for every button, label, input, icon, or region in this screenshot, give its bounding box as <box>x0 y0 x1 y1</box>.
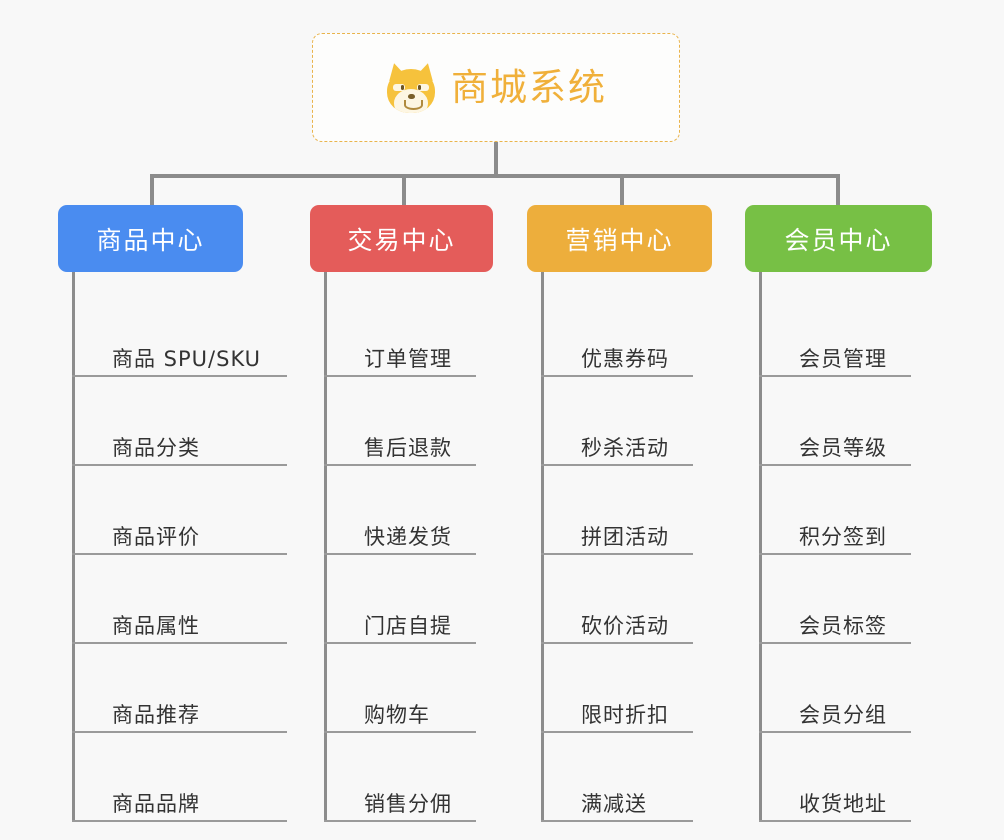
leaf-item-label: 积分签到 <box>799 524 887 549</box>
leaf-item-label: 限时折扣 <box>581 702 669 727</box>
leaf-item[interactable]: 商品品牌 <box>72 733 287 822</box>
leaf-item[interactable]: 拼团活动 <box>541 466 693 555</box>
leaf-item[interactable]: 售后退款 <box>324 377 476 466</box>
leaf-item-label: 商品属性 <box>112 613 200 638</box>
leaf-item-label: 拼团活动 <box>581 524 669 549</box>
leaf-item[interactable]: 会员标签 <box>759 555 911 644</box>
category-label: 会员中心 <box>784 225 893 255</box>
leaf-item-label: 会员管理 <box>799 346 887 371</box>
leaf-item[interactable]: 快递发货 <box>324 466 476 555</box>
leaf-item[interactable]: 砍价活动 <box>541 555 693 644</box>
leaf-item[interactable]: 商品评价 <box>72 466 287 555</box>
category-box-trade-center[interactable]: 交易中心 <box>310 205 493 272</box>
leaf-item-label: 快递发货 <box>364 524 452 549</box>
leaf-item[interactable]: 会员管理 <box>759 288 911 377</box>
leaf-item-label: 优惠券码 <box>581 346 669 371</box>
leaf-item-label: 商品品牌 <box>112 791 200 816</box>
leaf-item-label: 商品评价 <box>112 524 200 549</box>
leaf-item[interactable]: 会员分组 <box>759 644 911 733</box>
leaf-item-label: 商品 SPU/SKU <box>112 346 262 371</box>
leaf-item[interactable]: 秒杀活动 <box>541 377 693 466</box>
connector-root-stem <box>494 142 498 178</box>
branch-trunk-trade-center <box>324 272 327 822</box>
leaf-item[interactable]: 限时折扣 <box>541 644 693 733</box>
leaf-item-label: 会员分组 <box>799 702 887 727</box>
leaf-item[interactable]: 满减送 <box>541 733 693 822</box>
branch-trunk-marketing-center <box>541 272 544 822</box>
leaf-item-label: 收货地址 <box>799 791 887 816</box>
leaf-item-label: 会员等级 <box>799 435 887 460</box>
category-label: 商品中心 <box>96 225 205 255</box>
leaf-item[interactable]: 会员等级 <box>759 377 911 466</box>
category-label: 交易中心 <box>347 225 456 255</box>
root-node-title: 商城系统 <box>451 66 607 109</box>
leaf-item[interactable]: 商品 SPU/SKU <box>72 288 287 377</box>
leaf-item[interactable]: 门店自提 <box>324 555 476 644</box>
category-label: 营销中心 <box>565 225 674 255</box>
root-node-mall-system[interactable]: 商城系统 <box>312 33 680 142</box>
connector-drop-member-center <box>836 174 840 205</box>
leaf-item[interactable]: 销售分佣 <box>324 733 476 822</box>
leaf-item[interactable]: 收货地址 <box>759 733 911 822</box>
category-box-product-center[interactable]: 商品中心 <box>58 205 243 272</box>
branch-trunk-member-center <box>759 272 762 822</box>
leaf-item[interactable]: 商品推荐 <box>72 644 287 733</box>
branch-trunk-product-center <box>72 272 75 822</box>
leaf-item[interactable]: 商品分类 <box>72 377 287 466</box>
connector-drop-product-center <box>150 174 154 205</box>
leaf-item-label: 售后退款 <box>364 435 452 460</box>
leaf-item[interactable]: 购物车 <box>324 644 476 733</box>
category-box-marketing-center[interactable]: 营销中心 <box>527 205 712 272</box>
leaf-item[interactable]: 订单管理 <box>324 288 476 377</box>
leaf-item-label: 门店自提 <box>364 613 452 638</box>
leaf-item-label: 满减送 <box>581 791 647 816</box>
leaf-item[interactable]: 积分签到 <box>759 466 911 555</box>
leaf-item-label: 砍价活动 <box>581 613 669 638</box>
leaf-item-label: 购物车 <box>364 702 430 727</box>
leaf-item-label: 销售分佣 <box>364 791 452 816</box>
leaf-item[interactable]: 优惠券码 <box>541 288 693 377</box>
category-box-member-center[interactable]: 会员中心 <box>745 205 932 272</box>
leaf-item-label: 商品推荐 <box>112 702 200 727</box>
leaf-item-label: 商品分类 <box>112 435 200 460</box>
leaf-item-label: 会员标签 <box>799 613 887 638</box>
connector-horizontal-bus <box>150 174 840 178</box>
leaf-item-label: 秒杀活动 <box>581 435 669 460</box>
connector-drop-marketing-center <box>620 174 624 205</box>
leaf-item[interactable]: 商品属性 <box>72 555 287 644</box>
shiba-dog-icon <box>385 60 437 113</box>
connector-drop-trade-center <box>402 174 406 205</box>
leaf-item-label: 订单管理 <box>364 346 452 371</box>
